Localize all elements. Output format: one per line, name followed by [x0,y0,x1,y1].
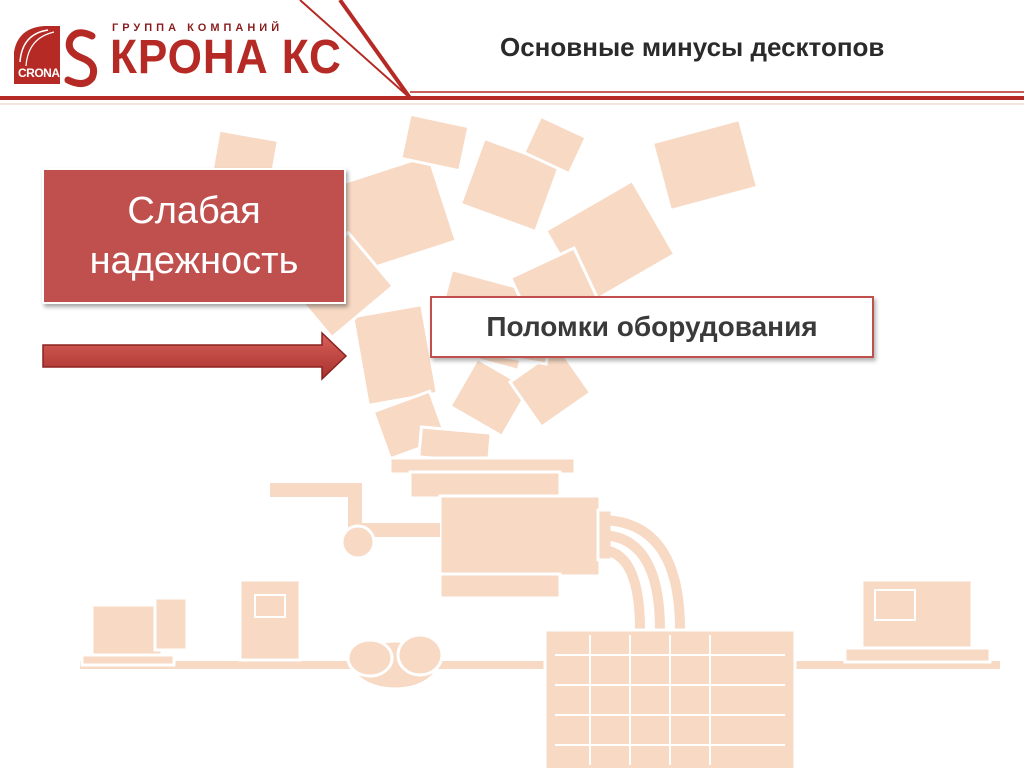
logo-subtitle: ГРУППА КОМПАНИЙ [112,22,284,34]
computer-network-icon [80,112,1000,768]
header-decoration [0,0,1024,105]
arrow-right-icon [42,331,348,381]
main-heading: Слабая надежность [89,190,299,282]
logo: CRONA ГРУППА КОМПАНИЙ КРОНА КС [14,22,341,92]
logo-icon [14,26,98,87]
subheading-box: Поломки оборудования [430,296,874,358]
subheading: Поломки оборудования [486,311,818,342]
main-heading-box: Слабая надежность [42,168,346,304]
header: CRONA ГРУППА КОМПАНИЙ КРОНА КС Основные … [0,0,1024,110]
logo-name: КРОНА КС [110,31,342,84]
logo-badge: CRONA [18,66,60,80]
page-title: Основные минусы десктопов [500,32,885,62]
